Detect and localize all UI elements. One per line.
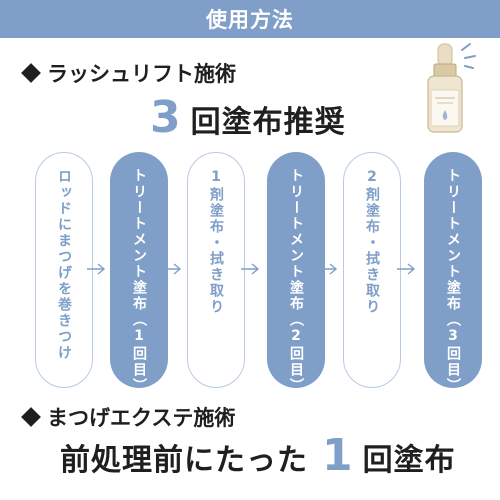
step-2-label: トリートメント塗布（1回目） bbox=[131, 168, 147, 394]
arrow-right-icon bbox=[319, 263, 338, 275]
extension-suffix: 回塗布 bbox=[362, 443, 456, 478]
lash-lift-recommendation: 3 回塗布推奨 bbox=[150, 92, 346, 143]
step-2-pill: トリートメント塗布（1回目） bbox=[110, 152, 168, 394]
step-5-pill: 2剤塗布・拭き取り bbox=[343, 152, 401, 388]
step-3-pill: 1剤塗布・拭き取り bbox=[187, 152, 245, 388]
step-4-label: トリートメント塗布（2回目） bbox=[288, 168, 304, 394]
extension-number: 1 bbox=[322, 430, 353, 481]
arrow-right-icon bbox=[397, 263, 416, 275]
diamond-icon bbox=[21, 407, 41, 427]
diamond-icon bbox=[21, 63, 41, 83]
step-1-pill: ロッドにまつげを巻きつけ bbox=[35, 152, 93, 388]
lash-lift-title: ラッシュリフト施術 bbox=[47, 62, 236, 86]
extension-heading: まつげエクステ施術 bbox=[21, 402, 236, 432]
arrow-right-icon bbox=[241, 263, 260, 275]
extension-recommendation: 前処理前にたった 1 回塗布 bbox=[60, 430, 456, 481]
recommend-text: 回塗布推奨 bbox=[190, 105, 346, 140]
steps-flow: ロッドにまつげを巻きつけ トリートメント塗布（1回目） 1剤塗布・拭き取り トリ… bbox=[0, 152, 500, 394]
step-4-pill: トリートメント塗布（2回目） bbox=[267, 152, 325, 394]
arrow-right-icon bbox=[87, 263, 106, 275]
arrow-right-icon bbox=[163, 263, 182, 275]
step-5-label: 2剤塗布・拭き取り bbox=[364, 169, 380, 315]
extension-title: まつげエクステ施術 bbox=[47, 406, 236, 430]
step-6-label: トリートメント塗布（3回目） bbox=[445, 168, 461, 394]
recommend-number: 3 bbox=[150, 92, 181, 143]
header-banner: 使用方法 bbox=[0, 0, 500, 38]
step-1-label: ロッドにまつげを巻きつけ bbox=[56, 169, 72, 361]
step-6-pill: トリートメント塗布（3回目） bbox=[424, 152, 482, 394]
step-3-label: 1剤塗布・拭き取り bbox=[208, 169, 224, 315]
header-title: 使用方法 bbox=[206, 8, 294, 32]
serum-bottle-icon bbox=[427, 43, 476, 133]
extension-prefix: 前処理前にたった bbox=[60, 443, 308, 478]
lash-lift-heading: ラッシュリフト施術 bbox=[21, 58, 236, 88]
